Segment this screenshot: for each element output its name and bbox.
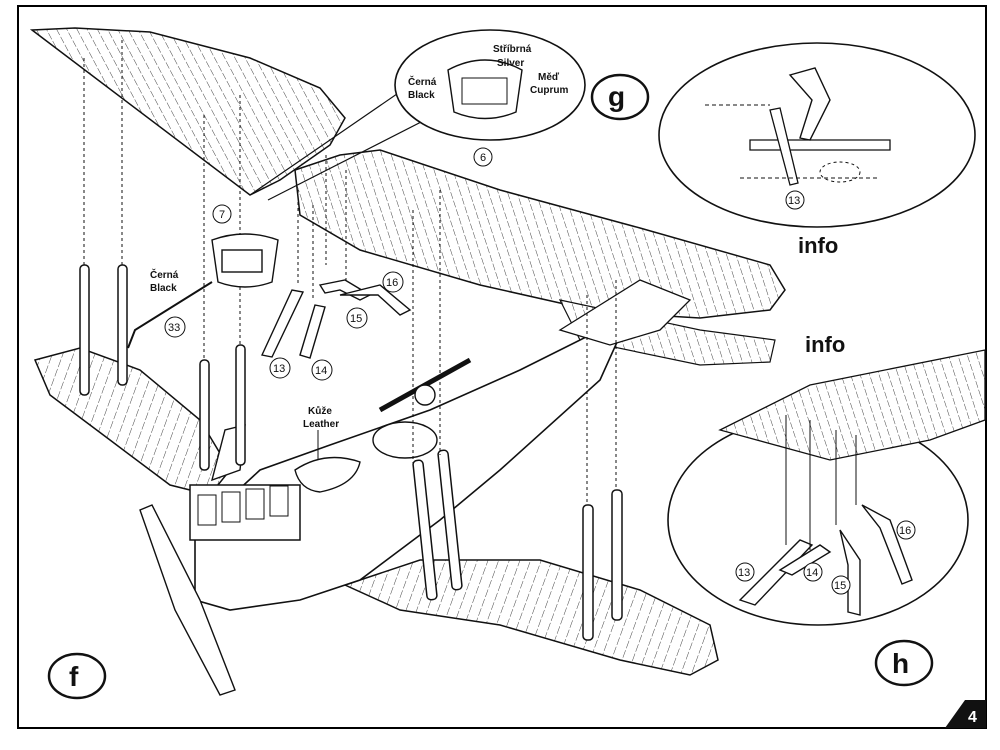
step-badge-g: g xyxy=(590,73,650,121)
copper-label-cz: Měď xyxy=(538,72,560,83)
leather-label-cz: Kůže xyxy=(308,405,332,417)
propeller xyxy=(139,504,236,696)
instrument-panel-detail: Stříbrná Silver Černá Black Měď Cuprum xyxy=(394,29,586,141)
page-frame xyxy=(17,5,987,729)
part-33-rod xyxy=(127,281,213,349)
biplane-drawing xyxy=(29,27,786,696)
leather-label-en: Leather xyxy=(303,419,339,430)
silver-label-en: Silver xyxy=(497,58,524,69)
detail-leader xyxy=(249,84,411,196)
black-label-en: Black xyxy=(408,90,435,101)
gun-drum xyxy=(414,384,436,406)
cockpit-opening xyxy=(372,421,438,459)
part-7-instrument-panel xyxy=(211,233,279,288)
copper-label-en: Cuprum xyxy=(530,85,568,96)
part-13-label: 13 xyxy=(273,363,285,375)
page-number-tab: 4 xyxy=(945,700,986,728)
step-label-f: f xyxy=(69,661,79,692)
assembly-guide-lines xyxy=(83,40,617,505)
silver-label-cz: Stříbrná xyxy=(493,44,532,55)
tail-fin xyxy=(558,279,692,346)
detail-g-part-13-label: 13 xyxy=(788,195,800,207)
detail-h-part-15-label: 15 xyxy=(834,580,846,592)
interplane-struts xyxy=(79,264,623,641)
info-label-h: info xyxy=(805,332,845,357)
detail-g xyxy=(658,42,976,228)
upper-left-wing xyxy=(29,27,346,196)
detail-h-part-13-label: 13 xyxy=(738,567,750,579)
part-15-label: 15 xyxy=(350,313,362,325)
detail-h-part-16-label: 16 xyxy=(899,525,911,537)
detail-h-part-14-label: 14 xyxy=(806,567,818,579)
part-33-label: 33 xyxy=(168,322,180,334)
part-number-markers: 6 7 13 14 15 16 33 13 13 14 15 16 xyxy=(164,147,916,595)
part-14-label: 14 xyxy=(315,365,327,377)
step-label-g: g xyxy=(608,81,625,112)
upper-right-wing xyxy=(294,149,786,319)
step-label-h: h xyxy=(892,648,909,679)
step-badge-f: f xyxy=(47,652,107,700)
part-6-label: 6 xyxy=(480,152,486,164)
step-badge-h: h xyxy=(874,639,934,687)
left-black-label-en: Black xyxy=(150,283,177,294)
lower-right-wing xyxy=(342,559,719,676)
leather-headrest xyxy=(294,456,361,493)
small-struts-13-16 xyxy=(260,279,412,359)
detail-h xyxy=(667,349,986,626)
left-black-label-cz: Černá xyxy=(150,268,179,281)
page-number: 4 xyxy=(968,709,977,726)
black-label-cz: Černá xyxy=(408,75,437,88)
rotary-engine xyxy=(189,424,301,541)
part-16-label: 16 xyxy=(386,277,398,289)
info-label-g: info xyxy=(798,233,838,258)
part-7-label: 7 xyxy=(219,209,225,221)
